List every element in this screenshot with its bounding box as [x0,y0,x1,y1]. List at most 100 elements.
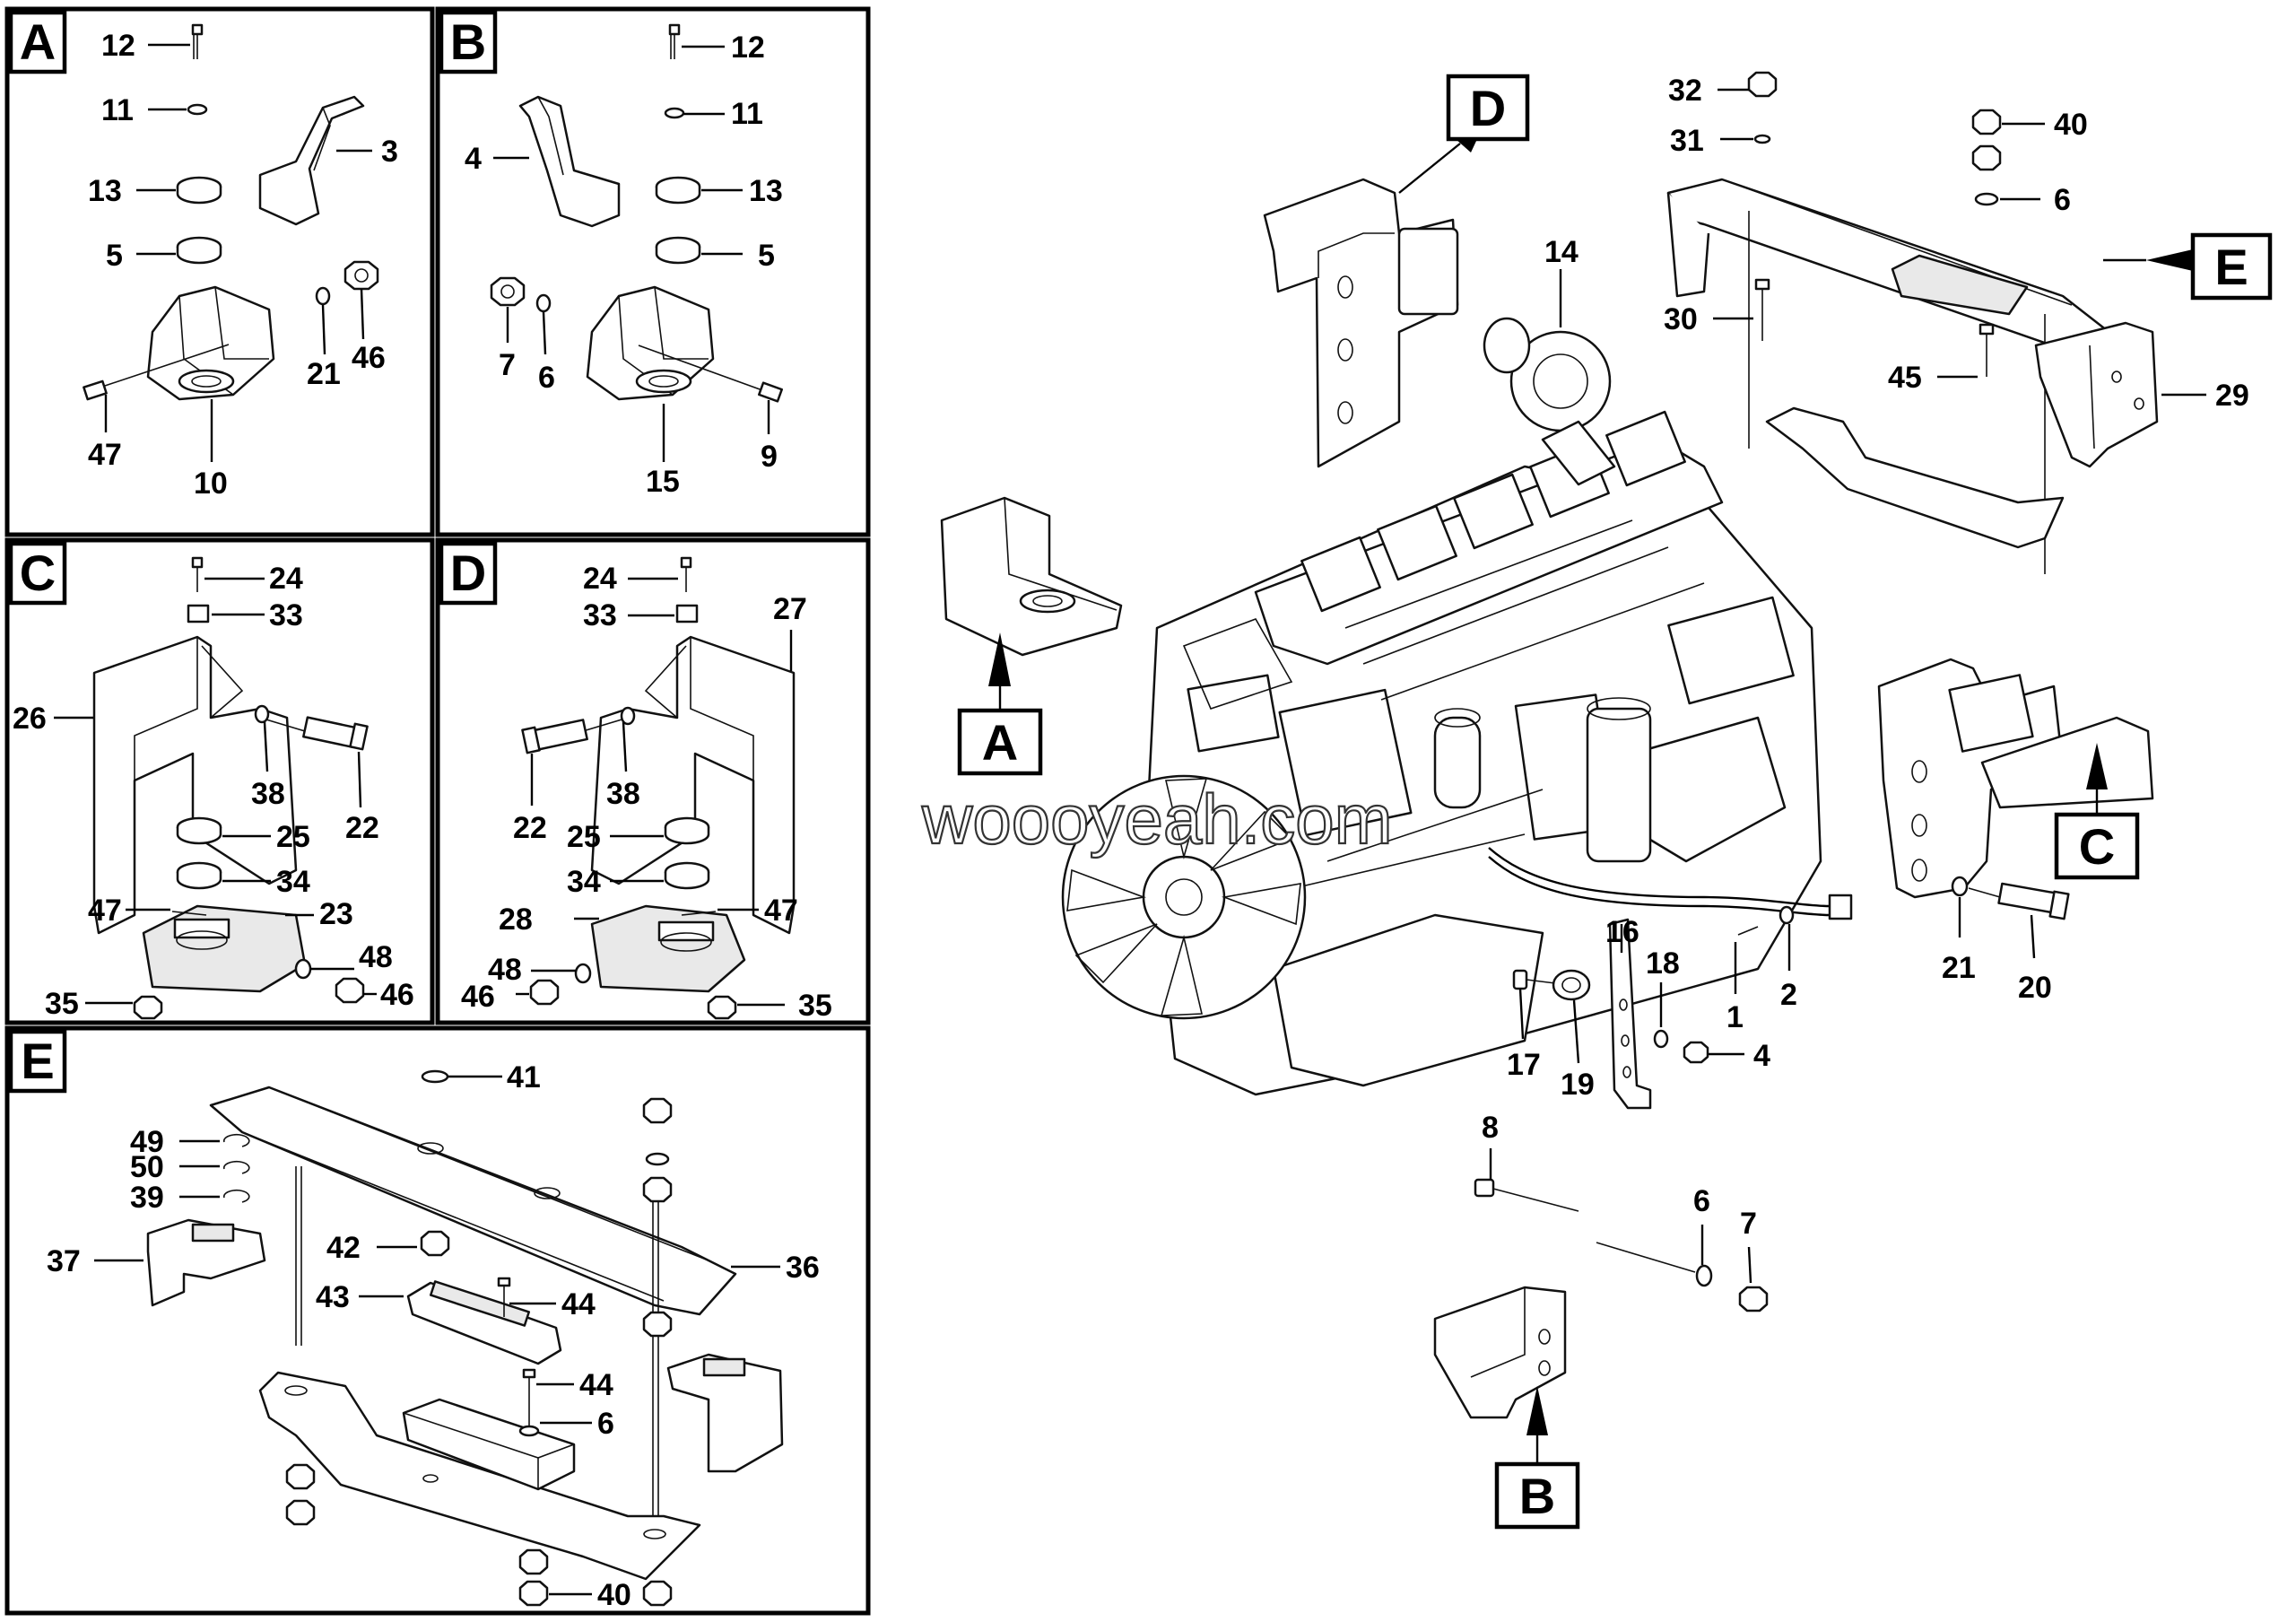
label-b-6: 6 [538,361,555,395]
label-main-40: 40 [2054,108,2088,142]
label-b-7: 7 [499,348,516,382]
label-main-2: 2 [1780,978,1797,1012]
callout-a: A [957,632,1043,776]
valve-covers [1300,410,1686,613]
panel-d-letter-text: D [450,545,486,601]
callout-d-text: D [1470,80,1506,136]
label-a-5: 5 [106,239,123,273]
main-bracket-d [1263,178,1459,468]
label-main-20: 20 [2018,971,2052,1005]
main-bolts [1474,876,2070,1312]
label-d-25: 25 [567,820,601,854]
label-main-17: 17 [1507,1048,1541,1082]
panel-d-letter: D [439,541,498,606]
label-main-31: 31 [1670,124,1704,158]
label-b-12: 12 [731,31,765,65]
main-bracket-b [1433,1286,1567,1419]
panel-c-letter: C [8,541,67,606]
main-small-parts [1512,905,1795,1110]
label-main-14: 14 [1544,235,1578,269]
label-main-6a: 6 [2054,183,2071,217]
label-c-48: 48 [359,940,393,974]
label-e-41: 41 [507,1060,541,1094]
label-main-7: 7 [1740,1207,1757,1241]
label-a-10: 10 [194,467,228,501]
label-c-26: 26 [13,702,47,736]
panel-e-letter: E [8,1029,67,1094]
label-e-36: 36 [786,1251,820,1285]
label-c-24: 24 [269,562,303,596]
callout-d: D [1398,74,1530,194]
label-a-12: 12 [101,29,135,63]
label-e-43: 43 [316,1280,350,1314]
panel-b-letter-text: B [450,13,486,70]
label-main-8: 8 [1482,1111,1499,1145]
label-e-50: 50 [130,1150,164,1184]
label-b-9: 9 [761,440,778,474]
panel-d-parts: 24 33 27 22 38 25 34 28 47 48 46 35 [461,556,832,1023]
panel-c-parts: 24 33 26 38 22 25 34 47 23 48 46 35 [13,556,414,1021]
label-c-35: 35 [45,987,79,1021]
callout-e: E [2103,232,2273,301]
label-main-29: 29 [2215,379,2249,413]
label-b-13: 13 [749,174,783,208]
label-c-33: 33 [269,598,303,632]
label-a-47: 47 [88,438,122,472]
panel-b-letter: B [439,10,498,74]
label-d-47: 47 [764,894,798,928]
label-main-1: 1 [1726,1000,1744,1034]
panel-b-frame [435,6,871,537]
label-e-42: 42 [326,1231,361,1265]
callout-b: B [1494,1386,1580,1530]
panel-e-letter-text: E [21,1033,54,1089]
main-bracket-e [1666,71,2159,574]
label-main-32: 32 [1668,74,1702,108]
main-leaders [1489,88,2206,1284]
label-c-47: 47 [88,894,122,928]
label-main-45: 45 [1888,361,1922,395]
main-bracket-a [940,496,1123,657]
label-d-38: 38 [606,777,640,811]
label-d-22: 22 [513,811,547,845]
label-c-34: 34 [276,865,310,899]
label-e-6: 6 [597,1407,614,1441]
label-d-34: 34 [567,865,601,899]
label-a-13: 13 [88,174,122,208]
label-e-44b: 44 [579,1368,613,1402]
label-c-38: 38 [251,777,285,811]
label-c-46: 46 [380,978,414,1012]
label-d-33: 33 [583,598,617,632]
label-e-49: 49 [130,1125,164,1159]
callout-b-text: B [1519,1468,1555,1524]
label-main-18: 18 [1646,946,1680,981]
label-a-21: 21 [307,357,341,391]
label-d-28: 28 [499,903,533,937]
label-b-5: 5 [758,239,775,273]
main-labels: 14 32 31 40 6 30 45 29 21 20 16 18 1 2 4… [1482,74,2249,1241]
panel-a-letter: A [8,10,67,74]
panel-a-parts: 12 11 3 13 5 21 46 47 10 [83,23,398,501]
watermark: woooyeah.com [921,780,1393,859]
main-bracket-c [1877,658,2154,899]
label-d-27: 27 [773,592,807,626]
label-main-4: 4 [1753,1039,1770,1073]
callout-e-text: E [2214,239,2248,295]
label-b-15: 15 [646,465,680,499]
label-b-4: 4 [465,142,482,176]
panel-c-letter-text: C [20,545,56,601]
label-b-11: 11 [731,97,763,131]
label-d-46: 46 [461,980,495,1014]
label-d-35: 35 [798,989,832,1023]
label-main-6b: 6 [1693,1184,1710,1218]
label-e-44a: 44 [561,1287,596,1321]
label-main-19: 19 [1561,1068,1595,1102]
label-e-37: 37 [47,1244,81,1278]
panel-e-parts: 41 49 50 39 36 37 42 43 44 44 6 40 [47,1060,820,1612]
label-d-48: 48 [488,953,522,987]
callout-c: C [2054,743,2140,880]
label-e-40: 40 [597,1578,631,1612]
label-a-11: 11 [101,93,134,127]
label-d-24: 24 [583,562,617,596]
panel-a-letter-text: A [20,13,56,70]
